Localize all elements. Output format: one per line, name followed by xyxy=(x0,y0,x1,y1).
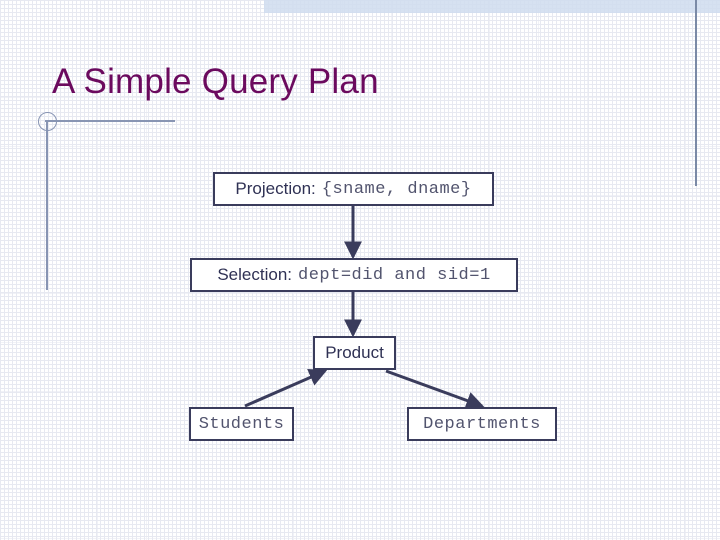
title-vertical-rule xyxy=(46,120,48,290)
title-circle-decoration-icon xyxy=(38,112,57,131)
node-students-label: Students xyxy=(198,414,285,434)
node-projection-label: Projection: xyxy=(235,179,316,198)
page-title: A Simple Query Plan xyxy=(52,62,379,101)
node-departments[interactable]: Departments xyxy=(407,407,557,441)
node-product-label: Product xyxy=(325,343,384,362)
node-selection[interactable]: Selection: dept=did and sid=1 xyxy=(190,258,518,292)
header-accent-band xyxy=(264,0,720,13)
edge-students-to-product xyxy=(244,369,328,408)
right-vertical-rule xyxy=(695,0,697,186)
node-projection-expression: {sname, dname} xyxy=(321,179,472,199)
node-students[interactable]: Students xyxy=(189,407,294,441)
title-underline-horizontal-rule xyxy=(45,120,175,122)
node-selection-expression: dept=did and sid=1 xyxy=(298,265,491,285)
node-selection-label: Selection: xyxy=(217,265,293,284)
edge-product-to-departments xyxy=(385,369,485,410)
node-projection[interactable]: Projection: {sname, dname} xyxy=(213,172,494,206)
node-product[interactable]: Product xyxy=(313,336,396,370)
node-departments-label: Departments xyxy=(423,414,541,434)
